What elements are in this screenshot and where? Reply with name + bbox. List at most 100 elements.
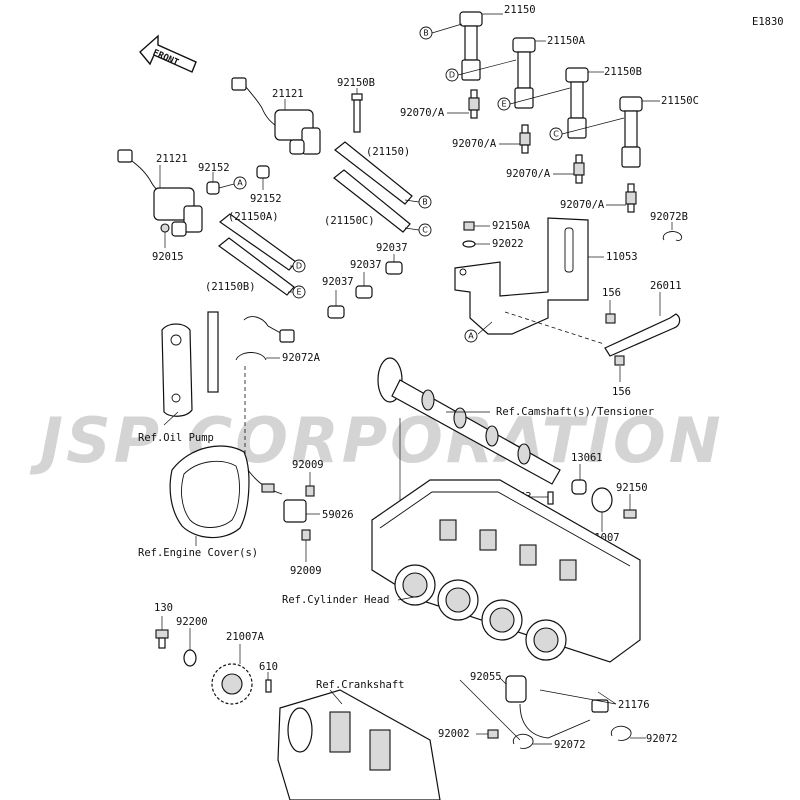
clamp-92072-2 xyxy=(610,725,632,741)
label-92037-1: 92037 xyxy=(376,242,408,254)
collar-92152-2 xyxy=(256,165,270,179)
label-92022: 92022 xyxy=(492,238,524,250)
callout-d-mid: D xyxy=(292,259,306,273)
label-21007A: 21007A xyxy=(226,631,265,643)
bolt-92150b xyxy=(351,93,363,133)
label-92072-1: 92072 xyxy=(554,739,586,751)
callout-e-mid: E xyxy=(292,285,306,299)
label-92150A: 92150A xyxy=(492,220,531,232)
svg-text:D: D xyxy=(449,71,455,80)
bracket-11053 xyxy=(454,217,589,335)
bolt-92150a xyxy=(463,221,475,231)
ground-lead-26011 xyxy=(604,313,681,357)
collar-92152-1 xyxy=(206,181,220,195)
label-92037-3: 92037 xyxy=(322,276,354,288)
label-156-2: 156 xyxy=(612,386,631,398)
bolt-92009-2 xyxy=(301,529,311,541)
sprocket-21007a xyxy=(211,663,253,705)
clamp-92072a xyxy=(235,352,267,361)
label-21150B-paren: (21150B) xyxy=(205,281,256,293)
svg-text:C: C xyxy=(422,226,428,235)
label-92037-2: 92037 xyxy=(350,259,382,271)
ignition-coil-upper xyxy=(231,77,321,155)
sensor-21176 xyxy=(519,699,609,739)
label-ref-crankshaft: Ref.Crankshaft xyxy=(316,679,405,691)
label-92072B: 92072B xyxy=(650,211,688,223)
label-ref-camshaft: Ref.Camshaft(s)/Tensioner xyxy=(496,406,654,418)
rotor-21007 xyxy=(591,487,613,513)
callout-c-top: C xyxy=(549,127,563,141)
oil-pump-bracket xyxy=(161,323,193,417)
label-92070-4: 92070/A xyxy=(560,199,605,211)
label-92152-1: 92152 xyxy=(198,162,230,174)
watermark-text: JSP CORPORATION xyxy=(29,404,724,477)
label-92070-2: 92070/A xyxy=(452,138,497,150)
coil-tube-21150c xyxy=(333,169,411,233)
sensor-connector xyxy=(243,316,295,343)
plug-cap-21150C xyxy=(619,96,643,168)
front-arrow-icon: FRONT xyxy=(139,34,197,73)
label-92200: 92200 xyxy=(176,616,208,628)
diagram-code: E1830 xyxy=(752,16,784,28)
bolt-92009-1 xyxy=(305,485,315,497)
svg-text:E: E xyxy=(296,288,301,297)
label-21150: 21150 xyxy=(504,4,536,16)
sensor-rod xyxy=(207,311,219,393)
grommet-92037-3 xyxy=(327,305,345,319)
label-92150B: 92150B xyxy=(337,77,375,89)
plug-cap-21150A xyxy=(512,37,536,109)
label-92055: 92055 xyxy=(470,671,502,683)
label-26011: 26011 xyxy=(650,280,682,292)
label-21150C-paren: (21150C) xyxy=(324,215,375,227)
plug-cap-21150B xyxy=(565,67,589,139)
label-92150: 92150 xyxy=(616,482,648,494)
spark-plug-3 xyxy=(573,154,585,184)
svg-text:A: A xyxy=(468,332,474,341)
label-92009-2: 92009 xyxy=(290,565,322,577)
spark-plug-1 xyxy=(468,89,480,119)
ignition-coil-lower xyxy=(117,149,203,237)
label-ref-engine-cover: Ref.Engine Cover(s) xyxy=(138,547,258,559)
grommet-92037-2 xyxy=(355,285,373,299)
bolt-130 xyxy=(155,629,169,649)
label-11053: 11053 xyxy=(606,251,638,263)
key-610 xyxy=(265,679,272,693)
screw-92015 xyxy=(160,223,170,233)
bolt-92150 xyxy=(623,509,637,519)
bolt-92002 xyxy=(487,729,499,739)
cylinder-head xyxy=(371,479,641,663)
label-59026: 59026 xyxy=(322,509,354,521)
label-21121-left: 21121 xyxy=(156,153,188,165)
clamp-92072b xyxy=(662,231,683,241)
label-21150A: 21150A xyxy=(547,35,586,47)
coil-tube-21150 xyxy=(334,141,413,205)
label-92002: 92002 xyxy=(438,728,470,740)
label-610: 610 xyxy=(259,661,278,673)
label-21121-top: 21121 xyxy=(272,88,304,100)
callout-b-mid: B xyxy=(418,195,432,209)
bolt-156-2 xyxy=(614,355,625,366)
label-ref-cylinder-head: Ref.Cylinder Head xyxy=(282,594,389,606)
camshaft xyxy=(377,357,561,485)
label-92070-3: 92070/A xyxy=(506,168,551,180)
svg-text:B: B xyxy=(422,198,428,207)
svg-text:C: C xyxy=(553,130,559,139)
grommet-92037-1 xyxy=(385,261,403,275)
label-92009-1: 92009 xyxy=(292,459,324,471)
label-92072A: 92072A xyxy=(282,352,321,364)
label-156-1: 156 xyxy=(602,287,621,299)
callout-d-top: D xyxy=(445,68,459,82)
label-21150B: 21150B xyxy=(604,66,642,78)
label-21150-paren: (21150) xyxy=(366,146,410,158)
clamp-92072-1 xyxy=(512,733,534,749)
washer-92200 xyxy=(183,649,197,667)
coil-tube-21150b xyxy=(218,237,295,296)
crankshaft xyxy=(277,689,441,800)
svg-text:E: E xyxy=(501,100,506,109)
callout-e-top: E xyxy=(497,97,511,111)
washer-92022 xyxy=(462,240,476,248)
callout-a-bracket: A xyxy=(464,329,478,343)
bolt-156-1 xyxy=(605,313,616,324)
pin-92043 xyxy=(547,491,554,505)
